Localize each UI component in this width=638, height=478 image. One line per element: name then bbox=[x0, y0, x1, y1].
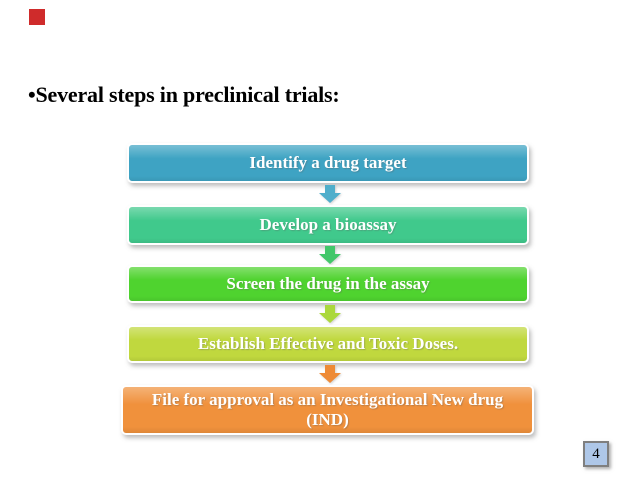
flow-step-file-ind-approval: File for approval as an Investigational … bbox=[121, 385, 534, 435]
flow-step-label: Identify a drug target bbox=[249, 152, 407, 172]
down-arrow-icon bbox=[319, 185, 341, 203]
flow-step-screen-drug-in-assay: Screen the drug in the assay bbox=[127, 265, 529, 303]
red-square-marker bbox=[29, 9, 45, 25]
down-arrow-icon bbox=[319, 305, 341, 323]
flow-step-develop-bioassay: Develop a bioassay bbox=[127, 205, 529, 245]
page-number: 4 bbox=[592, 445, 600, 462]
slide-title: •Several steps in preclinical trials: bbox=[28, 82, 340, 107]
page-number-badge: 4 bbox=[583, 441, 609, 467]
flow-step-label: Develop a bioassay bbox=[259, 214, 397, 234]
down-arrow-icon bbox=[319, 365, 341, 383]
down-arrow-icon bbox=[319, 246, 341, 264]
flow-step-identify-drug-target: Identify a drug target bbox=[127, 143, 529, 183]
flow-step-label: Establish Effective and Toxic Doses. bbox=[197, 333, 459, 353]
flow-step-establish-doses: Establish Effective and Toxic Doses. bbox=[127, 325, 529, 363]
flow-step-label: Screen the drug in the assay bbox=[226, 273, 430, 293]
flow-step-label: File for approval as an Investigational … bbox=[151, 389, 504, 429]
